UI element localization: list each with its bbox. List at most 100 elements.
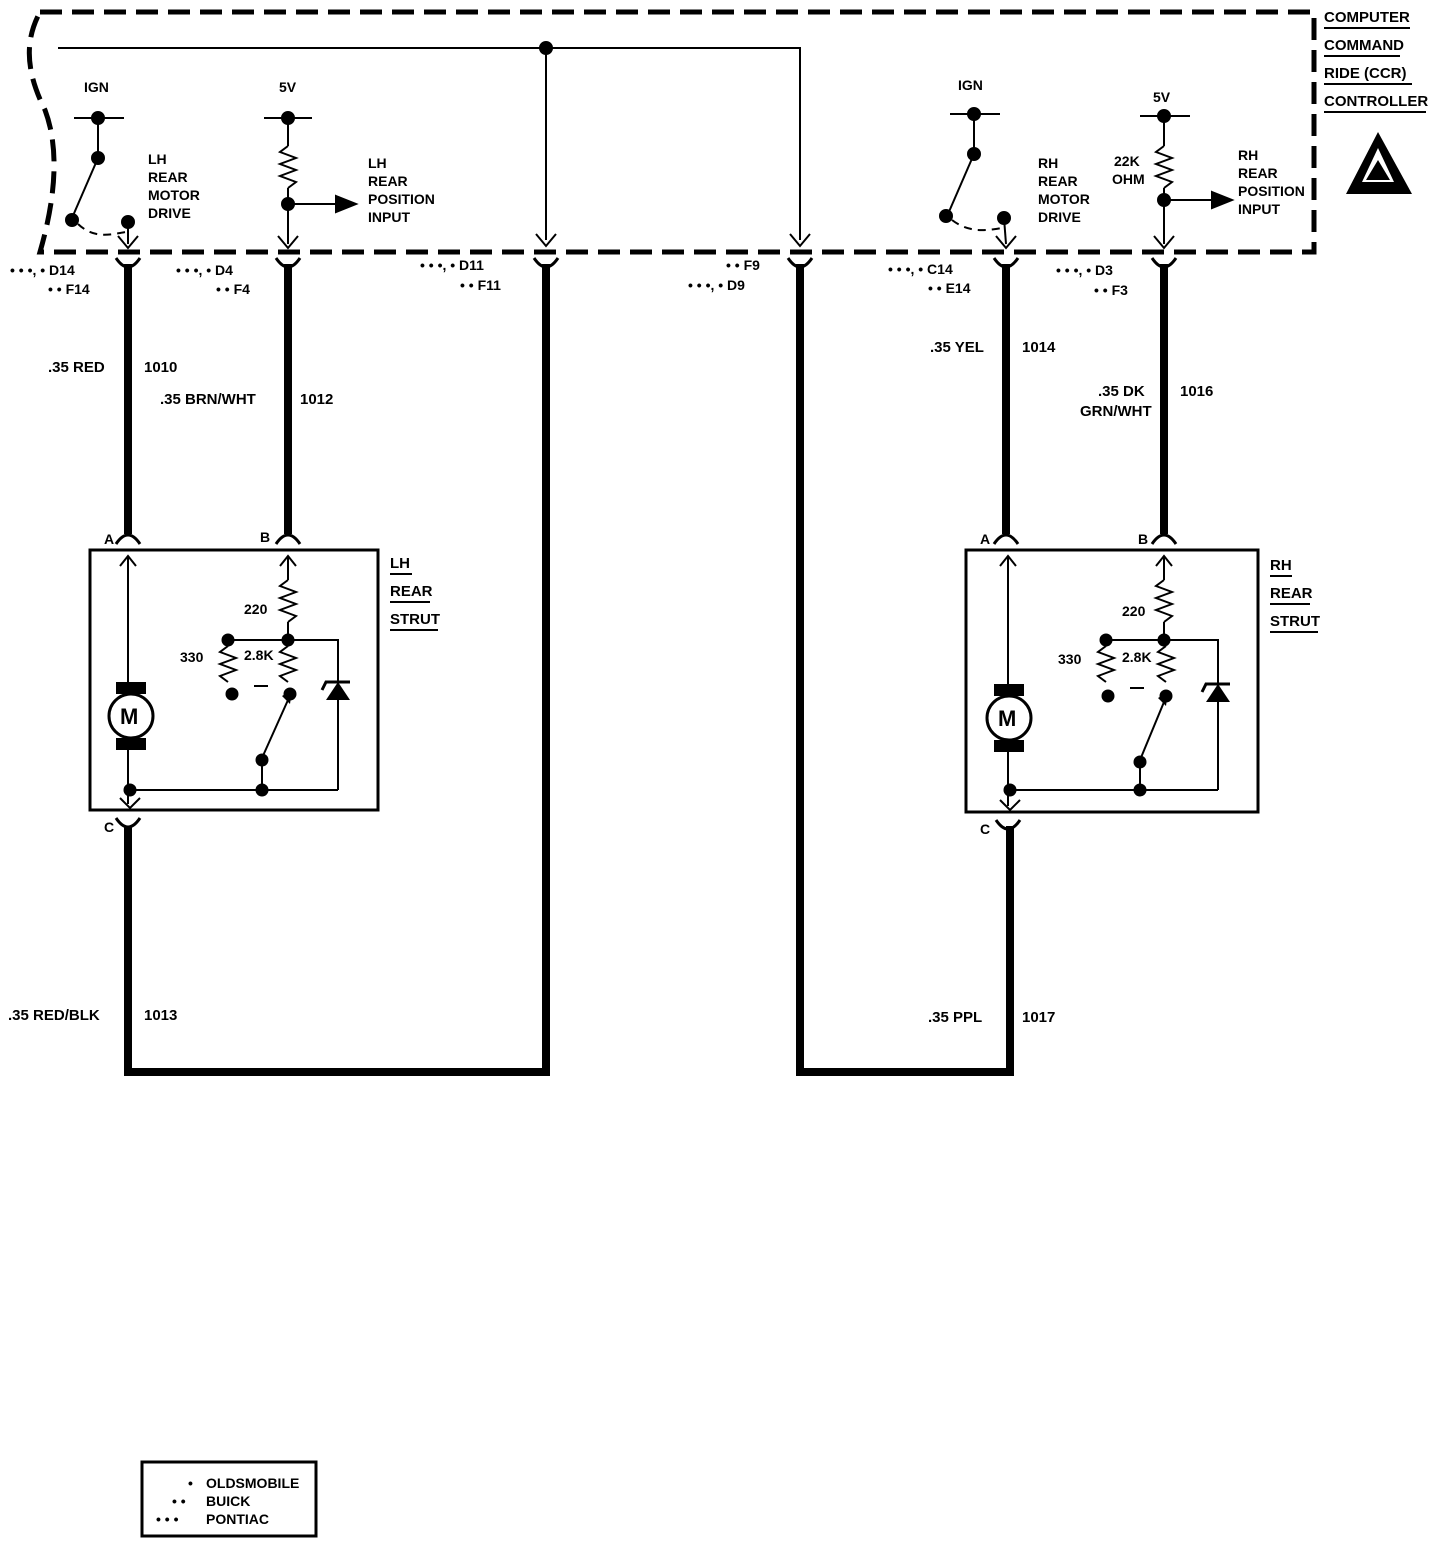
svg-text:2.8K: 2.8K: [1122, 649, 1152, 665]
svg-text:B: B: [1138, 531, 1148, 547]
svg-text:B: B: [260, 529, 270, 545]
pin-label-lh-return: • • •, • D11 • • F11: [420, 257, 501, 293]
lh-position-input-label: LH REAR POSITION INPUT: [368, 155, 435, 225]
legend-item-buick: • • BUICK: [172, 1493, 250, 1509]
legend-box: • OLDSMOBILE • • BUICK • • • PONTIAC: [140, 1460, 318, 1538]
svg-text:2.8K: 2.8K: [244, 647, 274, 663]
wire-label-1016: .35 DK GRN/WHT 1016: [1080, 383, 1213, 420]
wire-label-1012: .35 BRN/WHT 1012: [160, 391, 333, 408]
legend-item-oldsmobile: • OLDSMOBILE: [188, 1475, 299, 1491]
svg-text:POSITION: POSITION: [1238, 183, 1305, 199]
lh-position-input-circuit: 5V: [264, 79, 359, 250]
svg-text:.35 RED/BLK: .35 RED/BLK: [8, 1007, 100, 1024]
svg-text:RH: RH: [1270, 557, 1292, 574]
svg-text:MOTOR: MOTOR: [1038, 191, 1090, 207]
svg-text:220: 220: [244, 601, 268, 617]
lh-strut-pin-labels: A B C: [104, 529, 270, 835]
svg-text:• • F14: • • F14: [48, 281, 90, 297]
svg-text:COMMAND: COMMAND: [1324, 37, 1404, 54]
svg-text:• • •, • D11: • • •, • D11: [420, 257, 484, 273]
svg-text:BUICK: BUICK: [206, 1493, 250, 1509]
svg-text:1016: 1016: [1180, 383, 1213, 400]
svg-text:C: C: [104, 819, 114, 835]
svg-text:A: A: [980, 531, 990, 547]
rh-position-input-label: RH REAR POSITION INPUT: [1238, 147, 1305, 217]
svg-text:• • F11: • • F11: [460, 277, 501, 293]
rh-strut-pin-labels: A B C: [980, 531, 1148, 837]
svg-text:DRIVE: DRIVE: [148, 205, 191, 221]
svg-text:REAR: REAR: [1038, 173, 1078, 189]
svg-text:1014: 1014: [1022, 339, 1056, 356]
ccr-controller-boundary: [26, 9, 1317, 255]
svg-text:• • •, • D9: • • •, • D9: [688, 277, 745, 293]
lh-motor-icon: M: [120, 704, 138, 729]
svg-text:1010: 1010: [144, 359, 177, 376]
svg-text:• • •: • • •: [156, 1511, 179, 1527]
rh-strut-part-labels: 220 330 2.8K M: [998, 603, 1152, 731]
svg-text:1013: 1013: [144, 1007, 177, 1024]
svg-text:REAR: REAR: [390, 583, 433, 600]
svg-text:5V: 5V: [279, 79, 297, 95]
lh-strut-part-labels: 220 330 2.8K M: [120, 601, 274, 729]
svg-text:22K: 22K: [1114, 153, 1140, 169]
svg-text:OHM: OHM: [1112, 171, 1145, 187]
rh-rear-strut: [964, 533, 1260, 831]
svg-text:POSITION: POSITION: [368, 191, 435, 207]
controller-title: COMPUTER COMMAND RIDE (CCR) CONTROLLER: [1324, 9, 1428, 113]
svg-text:MOTOR: MOTOR: [148, 187, 200, 203]
pin-label-lh-drive: • • •, • D14 • • F14: [10, 262, 90, 297]
controller-connector-cups: [114, 257, 1178, 269]
pin-label-rh-return: • • F9 • • •, • D9: [688, 257, 760, 293]
svg-text:.35 RED: .35 RED: [48, 359, 105, 376]
svg-text:DRIVE: DRIVE: [1038, 209, 1081, 225]
legend-item-pontiac: • • • PONTIAC: [156, 1511, 269, 1527]
svg-text:330: 330: [180, 649, 204, 665]
lh-strut-title: LH REAR STRUT: [390, 555, 440, 631]
svg-text:REAR: REAR: [148, 169, 188, 185]
svg-text:5V: 5V: [1153, 89, 1171, 105]
svg-text:.35 PPL: .35 PPL: [928, 1009, 982, 1026]
svg-text:330: 330: [1058, 651, 1082, 667]
svg-text:OLDSMOBILE: OLDSMOBILE: [206, 1475, 299, 1491]
rh-position-input-circuit: 5V: [1140, 89, 1235, 250]
lh-motor-drive-switch: IGN: [65, 79, 139, 250]
rh-motor-drive-switch: IGN: [939, 77, 1017, 250]
svg-text:INPUT: INPUT: [1238, 201, 1280, 217]
svg-text:C: C: [980, 821, 990, 837]
svg-text:1012: 1012: [300, 391, 333, 408]
svg-text:REAR: REAR: [1270, 585, 1313, 602]
svg-text:COMPUTER: COMPUTER: [1324, 9, 1410, 26]
esd-warning-icon: [1346, 132, 1412, 194]
rh-strut-title: RH REAR STRUT: [1270, 557, 1320, 633]
svg-text:.35 YEL: .35 YEL: [930, 339, 984, 356]
svg-text:CONTROLLER: CONTROLLER: [1324, 93, 1428, 110]
pin-label-rh-position: • • •, • D3 • • F3: [1056, 262, 1128, 298]
svg-text:• • F4: • • F4: [216, 281, 250, 297]
svg-text:STRUT: STRUT: [1270, 613, 1320, 630]
svg-text:• • E14: • • E14: [928, 280, 971, 296]
svg-text:•: •: [188, 1475, 193, 1491]
rh-pullup-resistor-label: 22K OHM: [1112, 153, 1145, 187]
svg-text:• • •, • C14: • • •, • C14: [888, 261, 953, 277]
svg-text:GRN/WHT: GRN/WHT: [1080, 403, 1152, 420]
svg-text:.35 DK: .35 DK: [1098, 383, 1145, 400]
rh-motor-icon: M: [998, 706, 1016, 731]
svg-text:REAR: REAR: [1238, 165, 1278, 181]
svg-text:IGN: IGN: [958, 77, 983, 93]
svg-text:RH: RH: [1238, 147, 1258, 163]
svg-text:REAR: REAR: [368, 173, 408, 189]
svg-text:• • F9: • • F9: [726, 257, 760, 273]
lh-rear-strut: [88, 533, 380, 829]
svg-text:INPUT: INPUT: [368, 209, 410, 225]
pin-label-lh-position: • • •, • D4 • • F4: [176, 262, 250, 297]
svg-text:IGN: IGN: [84, 79, 109, 95]
svg-text:• • •, • D4: • • •, • D4: [176, 262, 233, 278]
svg-text:STRUT: STRUT: [390, 611, 440, 628]
harness-wires: [124, 264, 1168, 1076]
svg-text:LH: LH: [390, 555, 410, 572]
wire-label-1014: .35 YEL 1014: [930, 339, 1056, 356]
pin-label-rh-drive: • • •, • C14 • • E14: [888, 261, 971, 296]
svg-text:RH: RH: [1038, 155, 1058, 171]
wire-label-1013: .35 RED/BLK 1013: [8, 1007, 177, 1024]
svg-text:• • F3: • • F3: [1094, 282, 1128, 298]
